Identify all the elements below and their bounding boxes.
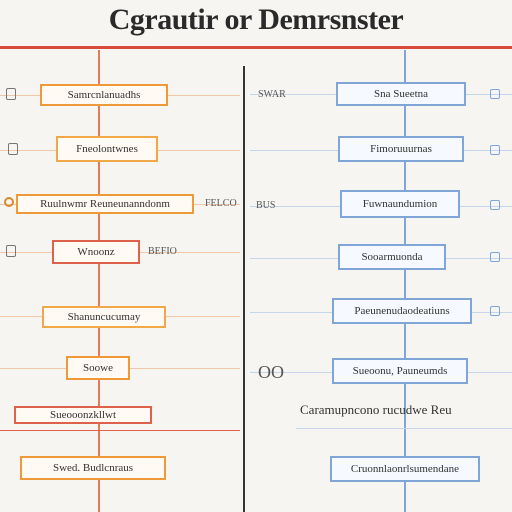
page-title: Cgrautir or Demrsnster	[108, 3, 404, 36]
right-spine	[404, 50, 406, 512]
tag-icon	[490, 145, 500, 155]
left-step-4: Wnoonz	[52, 240, 140, 264]
left-step-1: Samrcnlanuadhs	[40, 84, 168, 106]
left-side-note: FELCO	[205, 198, 237, 209]
right-step-5: Paeunenudaodeatiuns	[332, 298, 472, 324]
document-icon	[6, 245, 16, 257]
right-step-2: Fimoruuurnas	[338, 136, 464, 162]
circle-icon	[4, 197, 14, 207]
right-step-7: Cruonnlaonrlsumendane	[330, 456, 480, 482]
left-step-2: Fneolontwnes	[56, 136, 158, 162]
right-step-3: Fuwnaundumion	[340, 190, 460, 218]
left-step-8: Swed. Budlcnraus	[20, 456, 166, 480]
document-icon	[8, 143, 18, 155]
left-side-note: BEFIO	[148, 246, 177, 257]
tag-icon	[490, 200, 500, 210]
right-side-note: SWAR	[258, 89, 286, 100]
right-step-6: Sueoonu, Pauneumds	[332, 358, 468, 384]
left-spine	[98, 50, 100, 512]
document-icon	[6, 88, 16, 100]
tag-icon	[490, 306, 500, 316]
left-step-3: Ruulnwmr Reuneunanndonm	[16, 194, 194, 214]
left-step-6: Soowe	[66, 356, 130, 380]
right-side-note: BUS	[256, 200, 276, 211]
right-step-4: Sooarmuonda	[338, 244, 446, 270]
title-rule	[0, 46, 512, 49]
right-side-note: OO	[258, 362, 284, 382]
row-guide	[0, 430, 240, 431]
right-step-1: Sna Sueetna	[336, 82, 466, 106]
column-divider	[243, 66, 245, 512]
left-step-7: Sueooonzkllwt	[14, 406, 152, 424]
tag-icon	[490, 252, 500, 262]
row-guide	[296, 428, 512, 429]
left-step-5: Shanuncucumay	[42, 306, 166, 328]
wide-caption: Caramupncono rucudwe Reu	[300, 402, 452, 417]
tag-icon	[490, 89, 500, 99]
